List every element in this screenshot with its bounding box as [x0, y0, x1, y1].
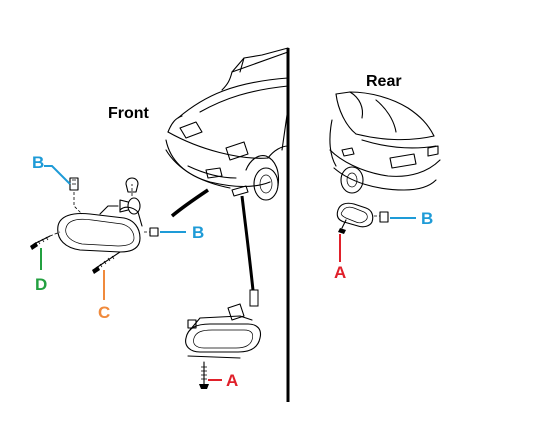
svg-text:B: B	[421, 209, 433, 228]
svg-text:A: A	[226, 371, 238, 390]
callout-a-front-side-marker-screw: A	[208, 371, 238, 390]
front-screw-long	[92, 251, 121, 274]
front-side-marker-screw	[199, 361, 209, 389]
front-side-marker-clip	[187, 319, 197, 329]
callout-b-front-clip-top: B	[32, 153, 71, 185]
callout-c-front-screw-long: C	[98, 270, 110, 322]
rear-car-illustration	[329, 91, 441, 194]
harness-connector	[249, 289, 259, 307]
front-side-marker-lamp	[185, 315, 262, 359]
svg-text:B: B	[32, 153, 44, 172]
front-side-marker-socket	[227, 303, 245, 321]
svg-text:D: D	[35, 275, 47, 294]
front-car-illustration	[165, 47, 289, 201]
rear-side-marker-lamp	[336, 202, 374, 228]
svg-text:C: C	[98, 303, 110, 322]
svg-text:B: B	[192, 223, 204, 242]
front-clip-right	[144, 227, 159, 237]
svg-text:A: A	[334, 263, 346, 282]
rear-heading: Rear	[366, 73, 402, 90]
front-heading: Front	[108, 105, 150, 122]
side-marker-harness	[240, 195, 256, 301]
front-clip-top	[69, 177, 83, 215]
callout-b-front-clip-right: B	[160, 223, 204, 242]
callout-a-rear-screw: A	[334, 234, 346, 282]
front-turn-signal-lamp	[57, 205, 143, 253]
callout-d-front-screw-short: D	[35, 248, 47, 294]
bulb-socket	[119, 177, 141, 215]
rear-side-marker-socket	[374, 211, 389, 223]
turn-lamp-harness	[170, 188, 209, 218]
callout-b-rear-clip: B	[390, 209, 433, 228]
front-screw-short	[30, 231, 61, 250]
rear-side-marker-screw	[338, 219, 347, 234]
